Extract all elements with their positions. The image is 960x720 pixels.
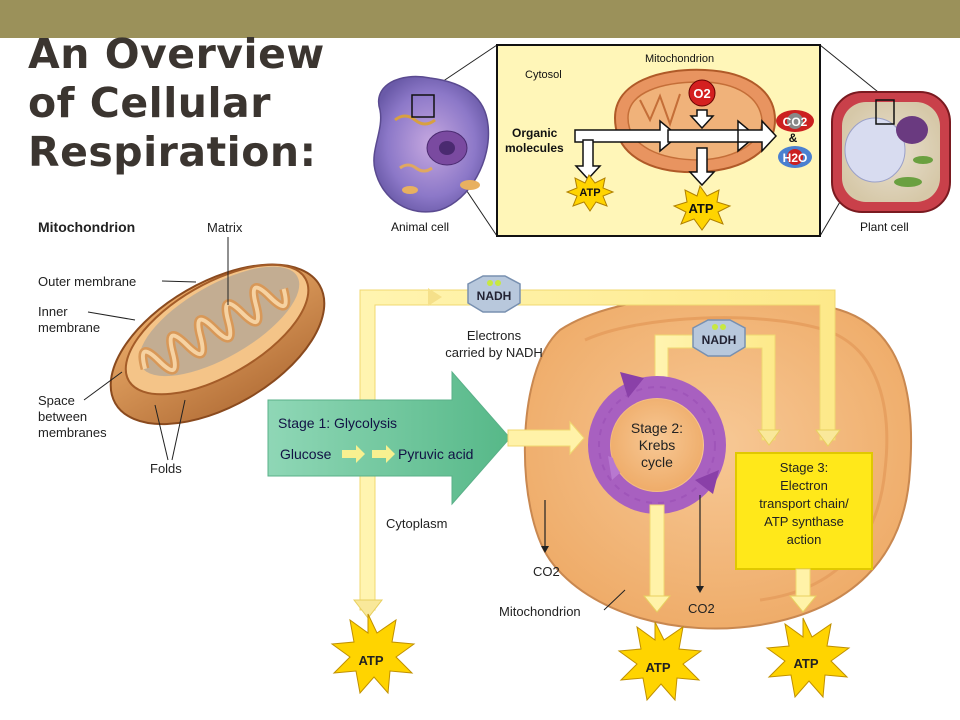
nadh-badge: NADH — [692, 319, 746, 357]
cytosol-label: Cytosol — [525, 69, 562, 81]
matrix-label: Matrix — [207, 220, 243, 235]
space-between-label-1: Space — [38, 393, 75, 408]
stage3-label-5: action — [787, 532, 822, 547]
space-between-label-2: between — [38, 409, 87, 424]
inner-membrane-label-1: Inner — [38, 304, 68, 319]
atp-star: ATP — [617, 621, 703, 702]
ampersand-label: & — [789, 131, 798, 145]
electrons-label-1: Electrons — [467, 328, 522, 343]
h2o-label: H2O — [783, 151, 808, 165]
o2-label: O2 — [693, 86, 710, 101]
electrons-label-2: carried by NADH — [445, 345, 543, 360]
stage3-label-3: transport chain/ — [759, 496, 849, 511]
panel-arrow — [737, 119, 778, 153]
mitochondrion-heading: Mitochondrion — [38, 219, 135, 235]
mitochondrion-panel-label: Mitochondrion — [645, 53, 714, 65]
svg-text:ATP: ATP — [793, 656, 818, 671]
atp-star: ATP — [330, 613, 416, 695]
title-line-2: of Cellular — [28, 79, 271, 127]
krebs-to-atp-pipe — [649, 504, 665, 601]
stage2-label-3: cycle — [641, 454, 673, 470]
svg-text:ATP: ATP — [358, 653, 383, 668]
stage2-label-2: Krebs — [639, 437, 676, 453]
svg-text:ATP: ATP — [688, 201, 713, 216]
mitochondrion-anatomy-figure: Mitochondrion Matrix Outer membrane Inne… — [38, 219, 326, 476]
outer-membrane-label: Outer membrane — [38, 274, 136, 289]
mitochondrion-illustration — [109, 263, 326, 426]
folds-label: Folds — [150, 461, 182, 476]
plant-cell-illustration — [831, 91, 951, 213]
svg-text:NADH: NADH — [477, 289, 512, 303]
cellular-respiration-process: NADH NADH Electrons carried by NADH Stag… — [267, 275, 913, 702]
co2-top-label: CO2 — [783, 115, 808, 129]
organic-label-1: Organic — [512, 126, 558, 140]
atp-star: ATP — [765, 617, 851, 699]
atp-star-small: ATP — [672, 184, 732, 231]
title-line-1: An Overview — [28, 30, 325, 78]
o2-molecule — [688, 79, 716, 107]
top-accent-bar — [0, 0, 960, 38]
co2-label-2: CO2 — [688, 601, 715, 616]
nadh-badge: NADH — [467, 275, 521, 313]
panel-arrow — [667, 119, 758, 153]
stage3-label-1: Stage 3: — [780, 460, 828, 475]
svg-text:ATP: ATP — [579, 187, 600, 199]
stage1-title: Stage 1: Glycolysis — [278, 415, 397, 431]
atp-star-small: ATP — [565, 174, 615, 212]
stage3-label-2: Electron — [780, 478, 828, 493]
krebs-cycle-ring — [588, 372, 726, 514]
stage1-glycolysis-arrow — [267, 370, 511, 506]
pyruvate-to-krebs-arrow — [507, 420, 585, 456]
mitochondrion-process-label: Mitochondrion — [499, 604, 581, 619]
stage3-to-atp-pipe — [795, 568, 811, 601]
panel-arrow-down — [688, 147, 716, 187]
stage3-box — [735, 452, 873, 570]
plant-cell-label: Plant cell — [860, 220, 909, 234]
co2-label-1: CO2 — [533, 564, 560, 579]
title-line-3: Respiration: — [28, 128, 317, 176]
panel-arrow-down — [574, 139, 602, 181]
zoom-line — [819, 44, 889, 101]
svg-text:ATP: ATP — [645, 660, 670, 675]
space-between-label-3: membranes — [38, 425, 107, 440]
cytoplasm-label: Cytoplasm — [386, 516, 447, 531]
slide-title: An Overview of Cellular Respiration: — [28, 30, 358, 177]
glucose-label: Glucose — [280, 446, 332, 462]
pyruvic-acid-label: Pyruvic acid — [398, 446, 473, 462]
stage2-label-1: Stage 2: — [631, 420, 683, 436]
animal-cell-label: Animal cell — [391, 220, 449, 234]
top-figure: Animal cell Plant cell Cytosol Mitochond… — [373, 44, 951, 237]
svg-text:NADH: NADH — [702, 333, 737, 347]
organic-label-2: molecules — [505, 141, 564, 155]
stage3-label-4: ATP synthase — [764, 514, 844, 529]
inner-membrane-label-2: membrane — [38, 320, 100, 335]
animal-cell-illustration — [373, 75, 490, 213]
